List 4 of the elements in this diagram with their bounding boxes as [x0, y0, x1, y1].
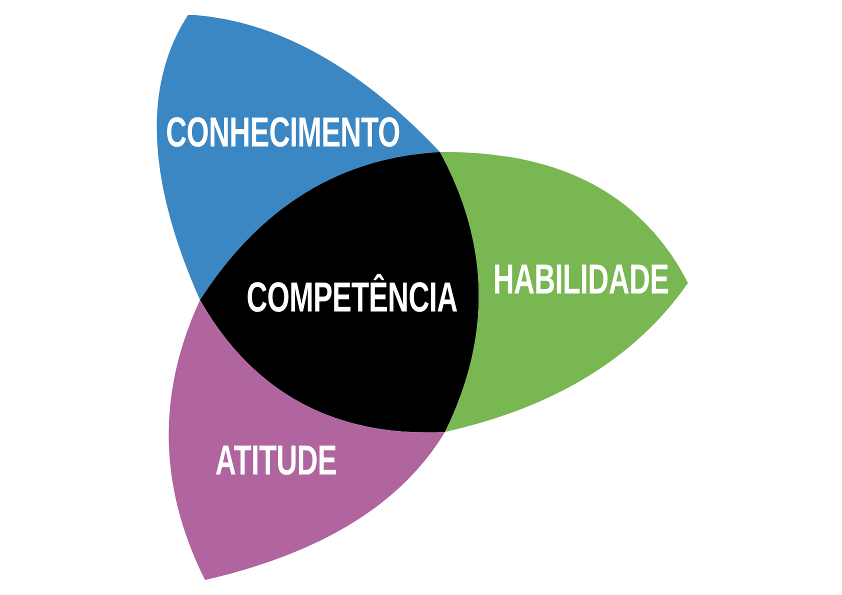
petal-label: CONHECIMENTO — [166, 112, 400, 156]
petal-label: HABILIDADE — [493, 260, 669, 302]
petal-label: ATITUDE — [215, 440, 337, 484]
center-shape — [200, 152, 479, 433]
